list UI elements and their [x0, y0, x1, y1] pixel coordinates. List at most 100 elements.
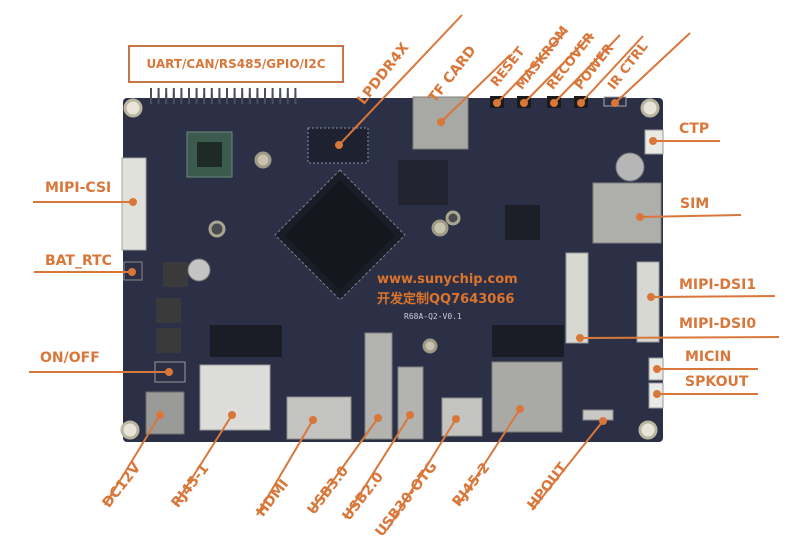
header-pin — [188, 94, 190, 104]
header-pin — [203, 88, 206, 98]
header-pin — [218, 88, 221, 98]
header-pin — [256, 94, 259, 104]
inductor — [163, 262, 188, 287]
header-pin — [271, 88, 274, 98]
mount-hole — [120, 420, 140, 440]
header-pin — [210, 94, 213, 104]
header-pin — [279, 94, 282, 104]
watermark-url: www.sunychip.com — [377, 272, 518, 287]
hdmi-port — [286, 396, 352, 440]
callout-line-rj45-2 — [457, 408, 521, 506]
callouts — [29, 14, 780, 531]
watermark-contact: 开发定制QQ7643066 — [377, 292, 515, 307]
header-pin — [279, 88, 282, 98]
inductor — [156, 298, 181, 323]
callout-line-ir-ctrl — [614, 32, 691, 104]
callout-line-usb3-0 — [311, 417, 379, 511]
callout-dot-mipi-csi — [129, 198, 137, 206]
header-pin — [256, 88, 259, 98]
header-pin — [210, 88, 213, 98]
callout-dot-on-off — [165, 368, 173, 376]
callout-line-usb30-otg — [386, 418, 457, 531]
mount-hole — [638, 420, 658, 440]
mount-hole — [431, 219, 449, 237]
hpout-connector — [582, 409, 614, 421]
header-pin — [195, 94, 198, 104]
callout-line-mipi-dsi0 — [579, 336, 780, 339]
gpio-header-label: UART/CAN/RS485/GPIO/I2C — [146, 57, 326, 71]
label-bat-rtc: BAT_RTC — [45, 253, 112, 269]
rj45-1-port — [199, 364, 271, 431]
mount-hole — [254, 151, 272, 169]
inductor — [156, 328, 181, 353]
callout-dot-tf-card — [437, 118, 445, 126]
label-micin: MICIN — [685, 349, 732, 365]
header-pin — [180, 88, 183, 98]
callout-dot-dc12v — [156, 411, 164, 419]
header-pin — [264, 88, 266, 98]
header-pin — [150, 94, 152, 104]
callout-line-sim — [639, 214, 742, 218]
header-pin — [150, 88, 152, 98]
header-pin — [241, 88, 244, 98]
callout-dot-reset — [493, 99, 501, 107]
header-pin — [180, 94, 183, 104]
lan-transformer — [492, 325, 564, 357]
header-pin — [203, 94, 206, 104]
header-pin — [286, 94, 289, 104]
header-pin — [233, 88, 236, 98]
callout-dot-usb30-otg — [452, 415, 460, 423]
header-pin — [172, 88, 175, 98]
callout-line-lpddr4x — [338, 14, 463, 146]
callout-dot-hpout — [599, 417, 607, 425]
sim-slot — [592, 182, 662, 244]
mount-hole — [123, 98, 143, 118]
label-spkout: SPKOUT — [685, 374, 749, 390]
header-pin — [241, 94, 244, 104]
mipi-dsi1-connector — [636, 261, 660, 343]
callout-dot-rj45-2 — [516, 405, 524, 413]
emmc-chip — [398, 160, 448, 205]
callout-line-maskrom — [523, 33, 593, 104]
usb3-port — [364, 332, 393, 440]
callout-dot-sim — [636, 213, 644, 221]
wifi-module-shield — [197, 142, 222, 167]
label-mipi-csi: MIPI-CSI — [45, 180, 112, 196]
label-mipi-dsi0: MIPI-DSI0 — [679, 316, 757, 332]
callout-line-tf-card — [440, 54, 511, 123]
rj45-2-port — [491, 361, 563, 433]
soc-chip — [274, 169, 406, 301]
callout-dot-recover — [550, 99, 558, 107]
callout-dot-mipi-dsi0 — [576, 334, 584, 342]
capacitor — [187, 258, 211, 282]
callout-dot-ir-ctrl — [611, 99, 619, 107]
header-pin — [157, 94, 160, 104]
header-pin — [248, 88, 251, 98]
callout-line-power — [580, 35, 644, 104]
callout-dot-ctp — [649, 137, 657, 145]
callout-dot-hdmi — [309, 416, 317, 424]
header-pin — [233, 94, 236, 104]
callout-dot-usb3-0 — [374, 414, 382, 422]
header-pin — [188, 88, 190, 98]
callout-dot-spkout — [653, 390, 661, 398]
header-pin — [264, 94, 266, 104]
callout-dot-power — [577, 99, 585, 107]
mounting-holes — [120, 98, 660, 440]
header-pin — [157, 88, 160, 98]
callout-line-usb2-0 — [344, 414, 411, 519]
callout-dot-maskrom — [520, 99, 528, 107]
header-pin — [248, 94, 251, 104]
mount-hole — [445, 210, 461, 226]
header-pin — [165, 94, 168, 104]
codec-chip — [505, 205, 540, 240]
callout-dot-usb2-0 — [406, 411, 414, 419]
callout-line-rj45-1 — [174, 414, 233, 506]
callout-line-recover — [553, 34, 621, 104]
header-pin — [294, 94, 297, 104]
mount-hole — [208, 220, 226, 238]
header-pin — [172, 94, 175, 104]
callout-line-reset — [496, 29, 568, 104]
label-ctp: CTP — [679, 121, 710, 137]
